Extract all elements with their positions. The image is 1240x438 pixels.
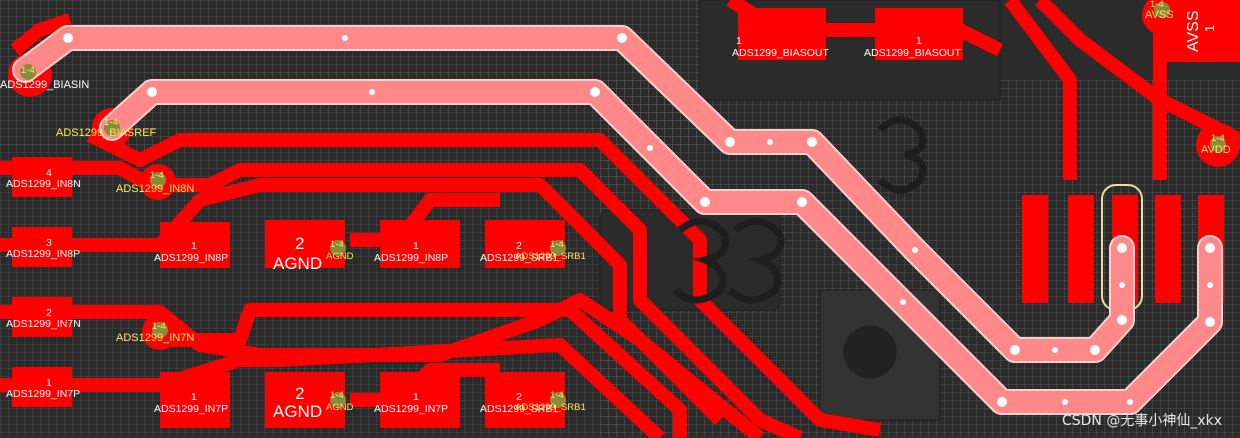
row2-srb-marker-net: ADS1299_SRB1 (515, 402, 586, 413)
avdd-marker: 1-4 (1211, 133, 1225, 144)
conn-pin-4-pad[interactable] (12, 157, 72, 197)
biasref-marker: 1-4 (104, 117, 118, 128)
conn-pin-1-pad[interactable] (12, 367, 72, 407)
row1-r2-net: ADS1299_IN8P (374, 252, 449, 264)
row2-r2-num: 1 (413, 391, 419, 403)
row1-srb-marker-net: ADS1299_SRB1 (515, 251, 586, 262)
r2-pad-1[interactable] (380, 220, 460, 268)
row1-agnd-net: AGND (273, 254, 323, 273)
r2-pad-2[interactable] (380, 372, 460, 428)
in7n-net: ADS1299_IN7N (116, 332, 195, 344)
row2-agnd-num: 2 (295, 384, 305, 403)
row2-agnd-marker-net: AGND (326, 402, 354, 413)
biasin-marker: 1-4 (21, 65, 35, 76)
in8n-marker: 1-4 (150, 170, 164, 181)
conn-pin3-num: 3 (46, 237, 52, 249)
avdd-net-label: AVDD (1201, 144, 1231, 156)
avss-pad-num: 1 (1202, 24, 1217, 32)
conn-pin4-num: 4 (46, 167, 52, 179)
conn-pin1-net: ADS1299_IN7P (6, 388, 81, 400)
ic-pin-1[interactable] (1022, 195, 1048, 303)
row1-agnd-marker: 1-4 (330, 239, 344, 250)
ic-pin-4[interactable] (1155, 195, 1181, 303)
biasin-label: ADS1299_BIASIN (0, 79, 90, 91)
row1-srb-marker: 1-4 (550, 239, 564, 250)
row2-srb-net: ADS1299_SRB1 (480, 403, 559, 415)
conn-pin3-net: ADS1299_IN8P (6, 248, 81, 260)
avss-marker: 1-4 (1150, 0, 1164, 10)
r1-pad-2[interactable] (160, 372, 230, 428)
biasout-pad1-num: 1 (736, 35, 742, 47)
conn-pin2-net: ADS1299_IN7N (6, 318, 81, 330)
avss-pad-net: AVSS (1185, 10, 1202, 53)
conn-pin-3-pad[interactable] (12, 227, 72, 267)
in8n-net: ADS1299_IN8N (116, 183, 195, 195)
row1-srb-num: 2 (516, 240, 522, 252)
row1-r1-num: 1 (191, 240, 197, 252)
row2-srb-num: 2 (516, 391, 522, 403)
row2-srb-marker: 1-4 (550, 390, 564, 401)
r1-pad-1[interactable] (160, 222, 230, 268)
row2-r2-net: ADS1299_IN7P (374, 403, 449, 415)
row1-agnd-marker-net: AGND (326, 251, 354, 262)
ic-pin-2[interactable] (1068, 195, 1094, 303)
net-markers (20, 2, 1226, 408)
in7n-marker: 1-4 (152, 321, 166, 332)
watermark: CSDN @无事小神仙_xkx (1061, 413, 1222, 429)
conn-pin4-net: ADS1299_IN8N (6, 178, 81, 190)
avss-net-label: AVSS (1145, 9, 1174, 21)
biasout-pad2-num: 1 (916, 35, 922, 47)
biasout-pad1-net: ADS1299_BIASOUT (732, 47, 829, 59)
row2-r1-net: ADS1299_IN7P (154, 403, 229, 415)
biasout-pad-1[interactable] (738, 8, 826, 60)
conn-pin2-num: 2 (46, 307, 52, 319)
row1-srb-net: ADS1299_SRB1 (480, 252, 559, 264)
biasout-pad2-net: ADS1299_BIASOUT (864, 47, 961, 59)
row1-r1-net: ADS1299_IN8P (154, 252, 229, 264)
row2-agnd-net: AGND (273, 402, 323, 421)
row1-agnd-num: 2 (295, 234, 305, 253)
conn-pin1-num: 1 (46, 377, 52, 389)
biasref-label: ADS1299_BIASREF (56, 127, 157, 139)
silk-digits (672, 116, 927, 304)
row2-r1-num: 1 (191, 391, 197, 403)
trace-vias (63, 33, 1215, 407)
conn-pin-2-pad[interactable] (12, 297, 72, 337)
biasout-pad-2[interactable] (875, 8, 963, 60)
row1-r2-num: 1 (413, 240, 419, 252)
row2-agnd-marker: 1-4 (330, 390, 344, 401)
